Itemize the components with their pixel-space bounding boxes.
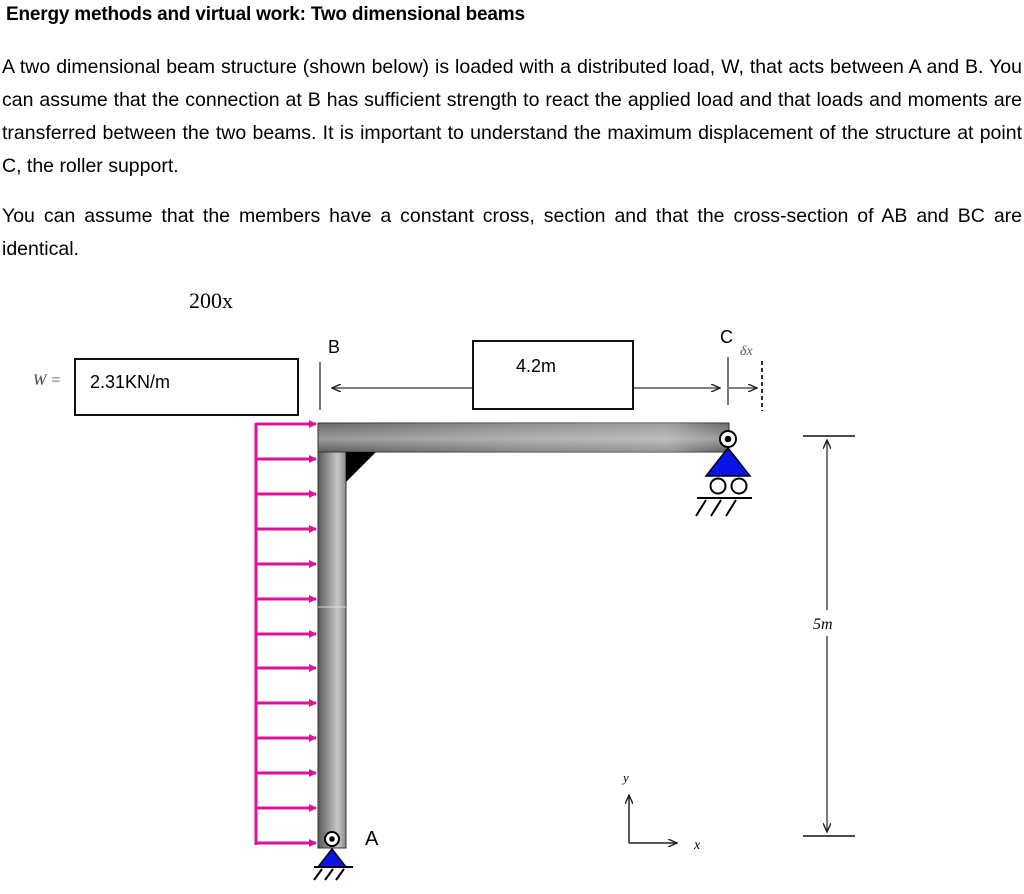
problem-paragraph-1: A two dimensional beam structure (shown … bbox=[2, 56, 1022, 177]
axis-y-label: y bbox=[623, 770, 629, 785]
load-symbol-label: W = bbox=[33, 372, 62, 389]
displacement-label: δx bbox=[740, 344, 753, 359]
horizontal-length-field[interactable]: 4.2m bbox=[472, 340, 634, 410]
vertical-dimension bbox=[803, 435, 855, 837]
problem-paragraph-2: You can assume that the members have a c… bbox=[2, 205, 1022, 260]
coordinate-axes bbox=[629, 795, 677, 843]
pin-support-a bbox=[313, 831, 353, 881]
axis-x-label: x bbox=[694, 838, 701, 853]
horizontal-dimension bbox=[319, 357, 763, 411]
scale-label: 200x bbox=[189, 288, 233, 313]
point-a-label: A bbox=[365, 828, 379, 850]
point-c-label: C bbox=[720, 327, 733, 347]
vertical-length-label: 5m bbox=[813, 614, 833, 636]
roller-support-c bbox=[695, 430, 752, 517]
beam-ab bbox=[317, 447, 347, 849]
distributed-load bbox=[254, 420, 317, 847]
corner-gusset bbox=[346, 452, 376, 482]
load-value-field[interactable]: 2.31KN/m bbox=[74, 358, 299, 416]
page-title: Energy methods and virtual work: Two dim… bbox=[6, 4, 525, 25]
point-b-label: B bbox=[328, 337, 341, 357]
